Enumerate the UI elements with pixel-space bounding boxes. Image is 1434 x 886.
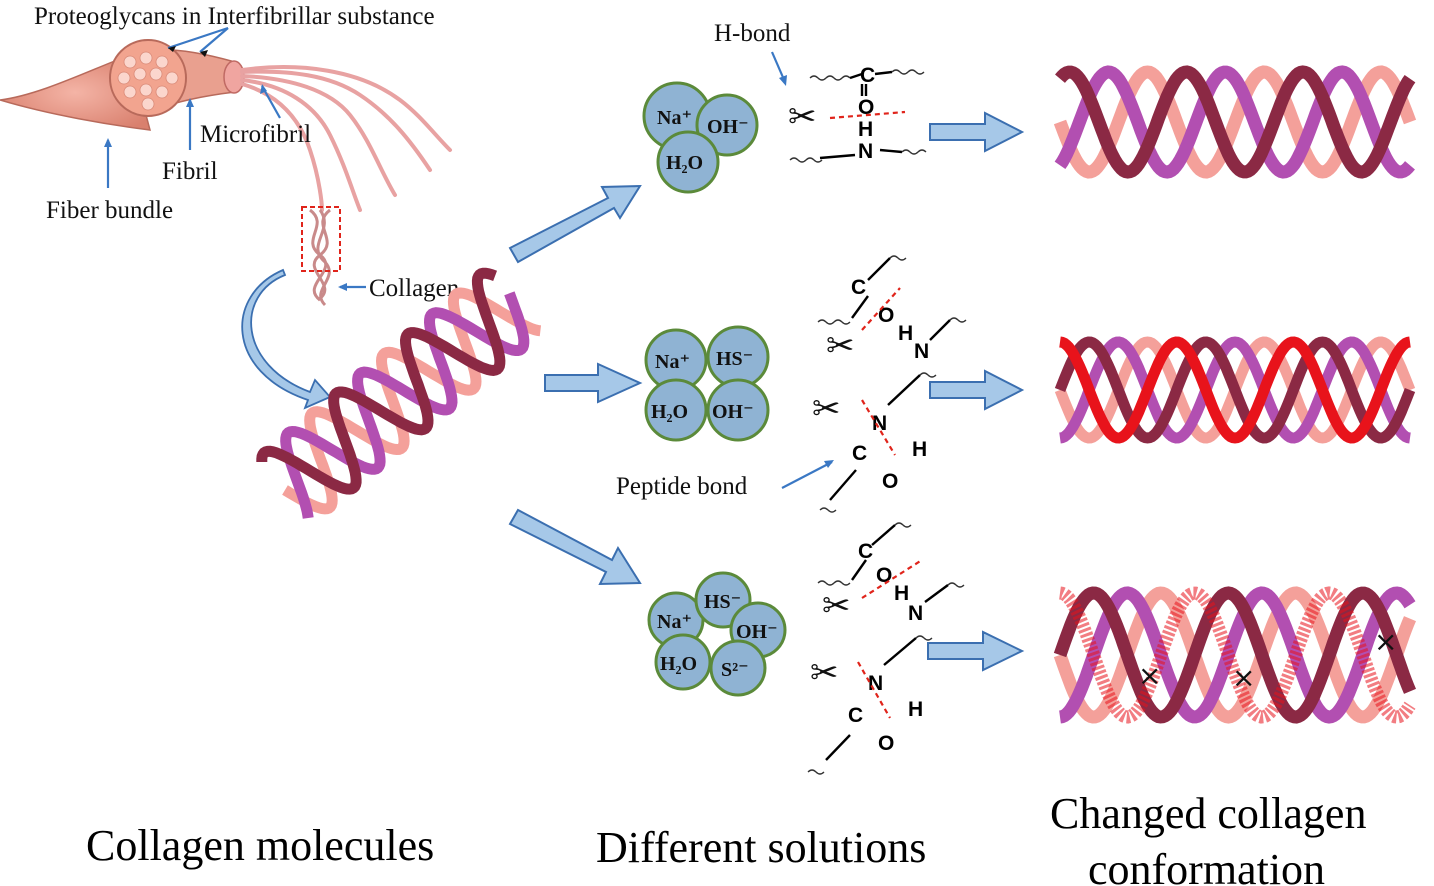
curved-zoom-arrow — [241, 268, 332, 410]
helix-changed-mixed: × × × — [1053, 586, 1417, 724]
result-arrow-1 — [929, 111, 1025, 153]
label-peptide-bond: Peptide bond — [616, 473, 748, 500]
ion-label: HS⁻ — [704, 591, 741, 613]
helix-changed-peptide — [1054, 336, 1416, 444]
zoom-box — [301, 206, 341, 272]
helix-strand — [1059, 586, 1416, 724]
scissors-icon: ✂ — [822, 586, 851, 626]
helix-strand — [256, 267, 506, 495]
svg-text:H: H — [912, 438, 927, 461]
ion-ball — [656, 130, 720, 194]
ion-ball — [709, 639, 767, 697]
ion-label: HS⁻ — [716, 348, 753, 370]
label-fibril: Fibril — [162, 158, 218, 185]
svg-text:N: N — [872, 412, 887, 435]
ion-label: OH⁻ — [736, 621, 778, 643]
ion-ball — [706, 378, 770, 442]
ion-label: Na⁺ — [657, 611, 692, 633]
helix-strand — [1055, 65, 1416, 179]
scissors-icon: ✂ — [826, 326, 855, 366]
svg-text:N: N — [858, 140, 873, 163]
svg-text:H: H — [898, 322, 913, 345]
svg-text:H: H — [908, 698, 923, 721]
ion-label: H₂O — [666, 152, 703, 174]
solution-1-ions: Na⁺ OH⁻ H₂O — [642, 81, 759, 194]
caption-changed-line1: Changed collagen — [1050, 789, 1366, 838]
svg-text:N: N — [908, 602, 923, 625]
caption-changed-line2: conformation — [1088, 845, 1325, 886]
ion-label: OH⁻ — [707, 116, 749, 138]
break-mark-icon: × — [1232, 661, 1255, 694]
svg-text:O: O — [876, 564, 892, 587]
helix-strand — [1059, 336, 1411, 444]
mixed-bond-structure: C O H N N H C O — [807, 522, 965, 775]
svg-text:H: H — [858, 118, 873, 141]
ion-label: Na⁺ — [657, 107, 692, 129]
helix-strand — [1059, 336, 1411, 444]
svg-text:O: O — [878, 304, 894, 327]
ion-label: Na⁺ — [655, 351, 690, 373]
svg-text:C: C — [858, 540, 873, 563]
peptide-bond-structure: C O H N N H C O — [781, 255, 967, 513]
svg-text:O: O — [882, 470, 898, 493]
helix-strand — [280, 291, 530, 519]
svg-text:H: H — [894, 582, 909, 605]
label-collagen: Collagen — [369, 275, 460, 302]
caption-collagen-molecules: Collagen molecules — [86, 821, 434, 870]
helix-strand — [1053, 65, 1417, 179]
svg-text:C: C — [848, 704, 863, 727]
h-bond-structure: C O H N — [789, 64, 927, 163]
collagen-triple-helix — [256, 267, 542, 519]
svg-text:N: N — [914, 340, 929, 363]
result-arrow-2 — [929, 369, 1025, 411]
helix-strand — [1054, 336, 1416, 444]
ion-label: OH⁻ — [712, 401, 754, 423]
break-mark-icon: × — [1138, 659, 1161, 692]
label-proteoglycans: Proteoglycans in Interfibrillar substanc… — [34, 3, 435, 30]
ion-label: H₂O — [660, 653, 697, 675]
ion-ball — [654, 633, 712, 691]
tendon-illustration — [0, 39, 452, 307]
collagen-twist — [309, 208, 331, 307]
ion-label: S²⁻ — [721, 659, 749, 681]
svg-text:C: C — [860, 64, 875, 87]
svg-text:C: C — [852, 442, 867, 465]
branch-arrow-up — [508, 184, 642, 264]
result-arrow-3 — [927, 630, 1025, 672]
svg-text:O: O — [858, 96, 874, 119]
break-mark-icon: × — [1374, 625, 1397, 658]
caption-different-solutions: Different solutions — [596, 823, 926, 872]
ion-ball — [695, 93, 759, 157]
branch-arrow-middle — [544, 362, 643, 404]
solution-3-ions: Na⁺ HS⁻ OH⁻ H₂O S²⁻ — [647, 571, 787, 697]
solution-2-ions: Na⁺ HS⁻ H₂O OH⁻ — [644, 325, 770, 442]
ion-ball — [644, 378, 708, 442]
helix-strand — [1059, 586, 1416, 724]
svg-text:C: C — [851, 276, 866, 299]
scissors-icon: ✂ — [788, 97, 817, 137]
svg-text:N: N — [868, 672, 883, 695]
label-h-bond: H-bond — [714, 20, 791, 47]
ion-label: H₂O — [651, 401, 688, 423]
label-microfibril: Microfibril — [200, 121, 311, 148]
svg-text:O: O — [878, 732, 894, 755]
helix-strand — [1053, 586, 1417, 724]
scissors-icon: ✂ — [810, 653, 839, 693]
branch-arrow-down — [508, 508, 642, 586]
scissors-icon: ✂ — [812, 389, 841, 429]
helix-changed-hbond — [1053, 65, 1417, 179]
label-fiber-bundle: Fiber bundle — [46, 197, 173, 224]
helix-strand — [1054, 65, 1415, 179]
helix-strand — [1053, 586, 1417, 724]
